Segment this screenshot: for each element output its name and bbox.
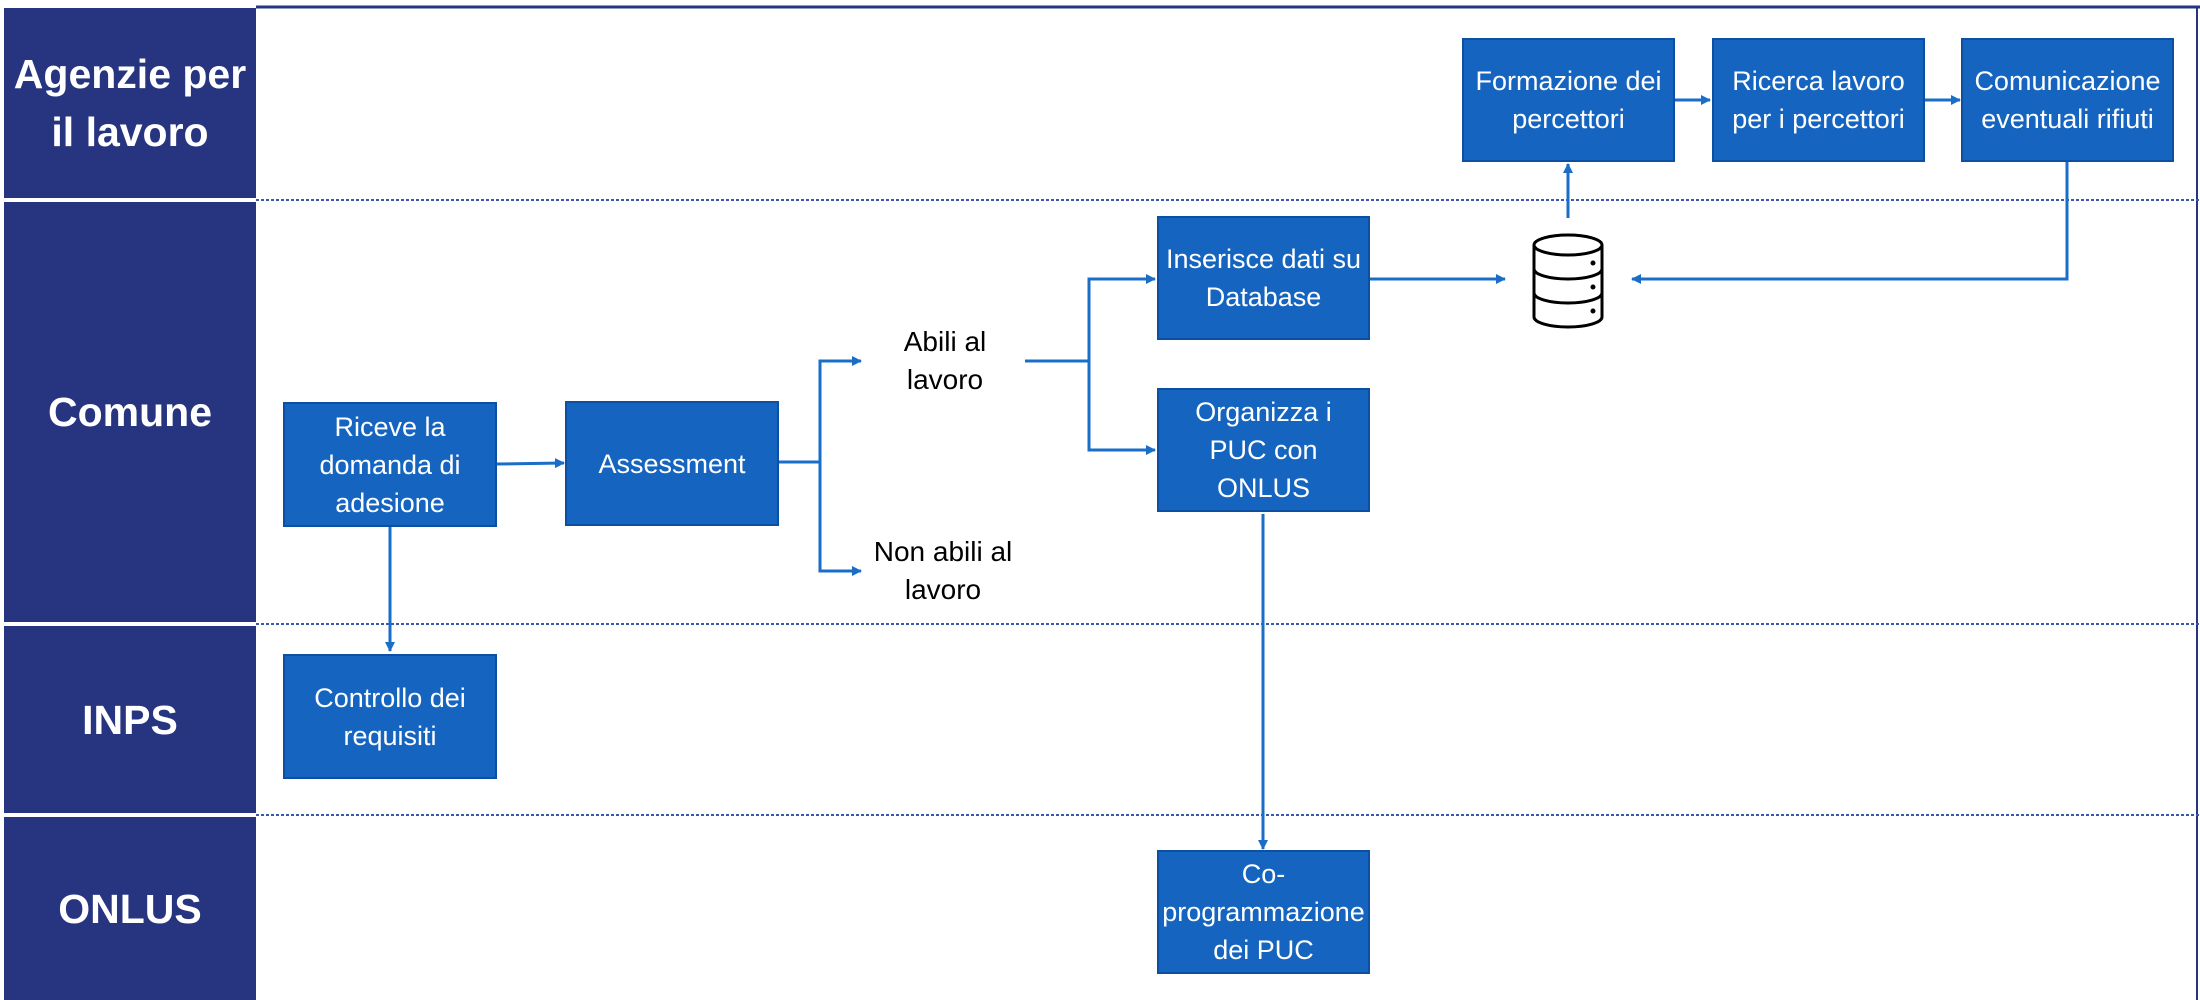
node-organizza: Organizza i PUC con ONLUS [1157, 388, 1370, 512]
outcome-non-abili-text: Non abili al lavoro [873, 536, 1013, 605]
node-assessment: Assessment [565, 401, 779, 526]
arrow-to-non-abili [818, 462, 862, 576]
outcome-non-abili: Non abili al lavoro [868, 528, 1018, 614]
arrow-to-inserisce [1087, 274, 1156, 361]
lane-comune-text: Comune [48, 389, 212, 435]
outcome-abili: Abili al lavoro [868, 318, 1022, 404]
lane-onlus-text: ONLUS [58, 885, 202, 932]
node-inserisce-text: Inserisce dati su Database [1165, 244, 1362, 312]
lane-inps-label: INPS [4, 626, 256, 813]
swimlane-frame [256, 5, 2200, 1000]
node-riceve-text: Riceve la domanda di adesione [319, 411, 461, 518]
node-inserisce: Inserisce dati su Database [1157, 216, 1370, 340]
node-riceve: Riceve la domanda di adesione [283, 402, 497, 527]
node-controllo: Controllo dei requisiti [283, 654, 497, 779]
node-controllo-text: Controllo dei requisiti [314, 682, 466, 751]
lane-agenzie-text: Agenzie per il lavoro [13, 51, 247, 155]
node-organizza-text: Organizza i PUC con ONLUS [1195, 397, 1332, 503]
arrow-comunicazione-database [1631, 162, 2069, 284]
arrow-riceve-assessment [496, 458, 565, 469]
arrow-to-abili [818, 356, 862, 462]
node-formazione: Formazione dei percettori [1462, 38, 1675, 162]
lane-onlus-label: ONLUS [4, 817, 256, 1000]
node-coprogrammazione: Co-programmazione dei PUC [1157, 850, 1370, 974]
node-coprogrammazione-text: Co-programmazione dei PUC [1162, 859, 1365, 965]
node-ricerca: Ricerca lavoro per i percettori [1712, 38, 1925, 162]
arrow-to-organizza [1087, 361, 1156, 455]
lane-agenzie-label: Agenzie per il lavoro [4, 8, 256, 198]
node-comunicazione-text: Comunicazione eventuali rifiuti [1974, 66, 2161, 134]
lane-comune-label: Comune [4, 202, 256, 622]
node-assessment-text: Assessment [598, 448, 746, 479]
outcome-abili-text: Abili al lavoro [903, 326, 987, 395]
database-icon [1532, 233, 1604, 329]
node-formazione-text: Formazione dei percettori [1475, 66, 1662, 134]
node-comunicazione: Comunicazione eventuali rifiuti [1961, 38, 2174, 162]
node-ricerca-text: Ricerca lavoro per i percettori [1732, 66, 1905, 134]
lane-inps-text: INPS [82, 696, 178, 743]
